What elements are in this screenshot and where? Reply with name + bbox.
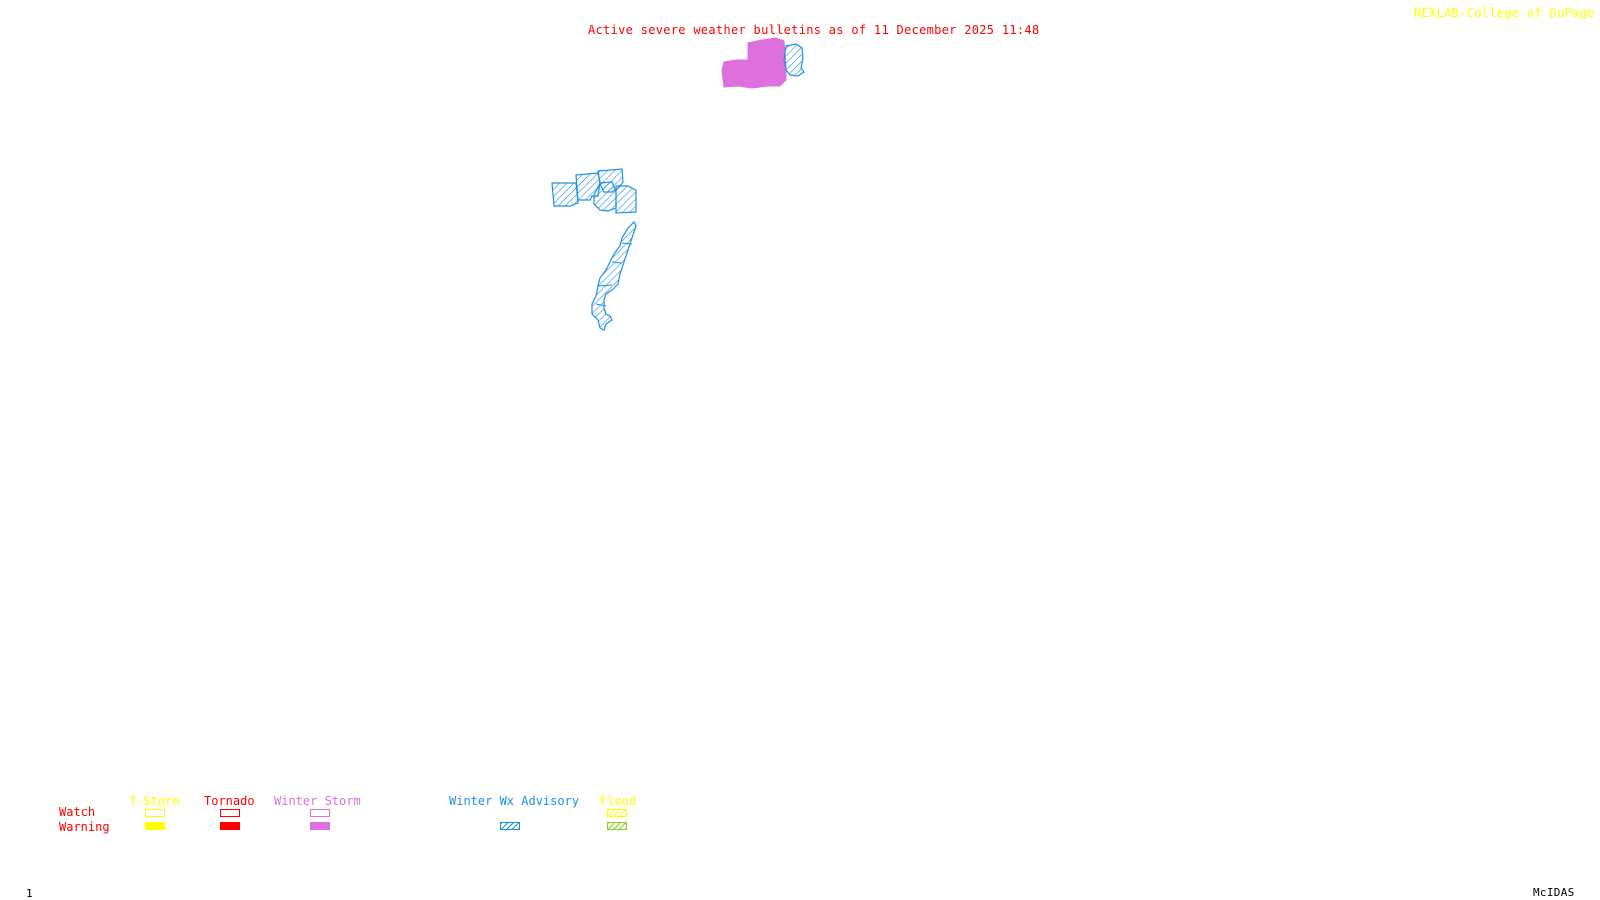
legend-row-warning: Warning — [59, 820, 110, 834]
winter-wx-advisory-area — [615, 185, 637, 214]
flood-warning-swatch — [607, 822, 627, 830]
winter-wx-advisory-area — [551, 182, 579, 207]
winter-storm-warning-swatch — [310, 822, 330, 830]
flood-watch-swatch — [607, 809, 627, 817]
tstorm-watch-swatch — [145, 809, 165, 817]
winter-wx-advisory-area — [591, 220, 637, 331]
legend-category-flood: Flood — [600, 794, 637, 808]
credit-text: NEXLAB-College of DuPage — [1414, 6, 1595, 20]
winter-storm-warning-area — [721, 37, 787, 89]
legend-category-tstorm: T-Storm — [129, 794, 180, 808]
tornado-warning-swatch — [220, 822, 240, 830]
winter-storm-watch-swatch — [310, 809, 330, 817]
frame-number: 1 — [26, 887, 33, 900]
legend-row-watch: Watch — [59, 805, 96, 819]
credit-label: NEXLAB-College of DuPage — [1414, 5, 1600, 19]
bulletin-title: Active severe weather bulletins as of 11… — [588, 23, 1040, 37]
tstorm-warning-swatch — [145, 822, 165, 830]
winter-wx-advisory-area — [783, 43, 805, 77]
county-boundary — [595, 242, 633, 307]
winter-wx-advisory-area — [593, 181, 617, 212]
legend-category-winter-storm: Winter Storm — [274, 794, 361, 808]
tornado-watch-swatch — [220, 809, 240, 817]
legend-category-tornado: Tornado — [204, 794, 255, 808]
software-label: McIDAS — [1533, 886, 1575, 899]
legend-category-winter-wx-advisory: Winter Wx Advisory — [449, 794, 580, 808]
winter-wx-advisory-swatch — [500, 822, 520, 830]
